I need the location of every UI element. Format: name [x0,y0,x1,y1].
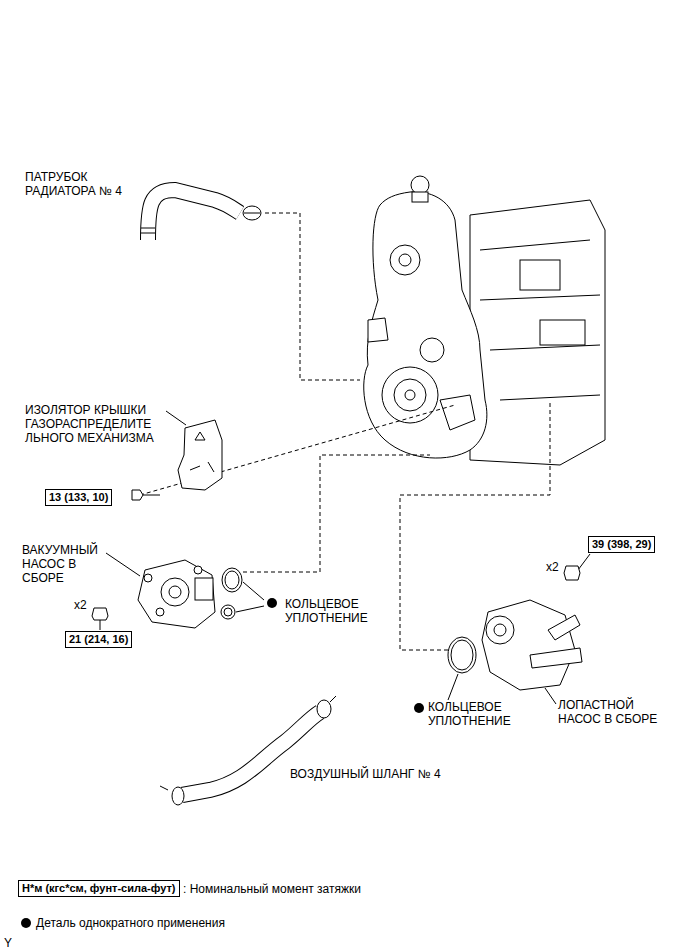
torque-box: 21 (214, 16) [65,631,132,648]
air-hose [160,696,336,805]
vane-pump [448,566,582,690]
torque-value: 39 (398, 29) [592,538,651,550]
legend-text: : Номинальный момент затяжки [183,882,361,896]
leader-line [100,411,590,704]
part-name: КОЛЬЦЕВОЕ УПЛОТНЕНИЕ [285,597,385,625]
part-name: ВАКУУМНЫЙ НАСОС В СБОРЕ [22,543,104,585]
quantity: x2 [546,560,559,574]
part-name: КОЛЬЦЕВОЕ УПЛОТНЕНИЕ [428,700,528,728]
part-name: ПАТРУБОК РАДИАТОРА № 4 [25,170,150,198]
torque-value: 13 (133, 10) [49,491,108,503]
torque-value: 21 (214, 16) [69,633,128,645]
single-use-mark [414,703,424,713]
part-name: ЛОПАСТНОЙ НАСОС В СБОРЕ [558,698,668,726]
torque-box: 13 (133, 10) [45,489,112,506]
part-name: ИЗОЛЯТОР КРЫШКИ ГАЗОРАСПРЕДЕЛИТЕ ЛЬНОГО … [25,403,165,445]
torque-box: 39 (398, 29) [588,536,655,553]
assembly-line [140,213,550,650]
legend-torque-box: Н*м (кгс*см, фунт-сила-фут) [18,880,180,897]
single-use-mark [267,598,277,608]
quantity: x2 [74,598,87,612]
legend-bullet [21,918,31,928]
engine-drawing [364,176,605,465]
part-name: ВОЗДУШНЫЙ ШЛАНГ № 4 [290,767,441,781]
figure-code: Y [4,936,12,950]
vacuum-pump [92,560,242,628]
radiator-hose [141,190,261,240]
legend-text: Деталь однократного применения [36,916,225,930]
torque-value: Н*м (кгс*см, фунт-сила-фут) [22,882,176,894]
